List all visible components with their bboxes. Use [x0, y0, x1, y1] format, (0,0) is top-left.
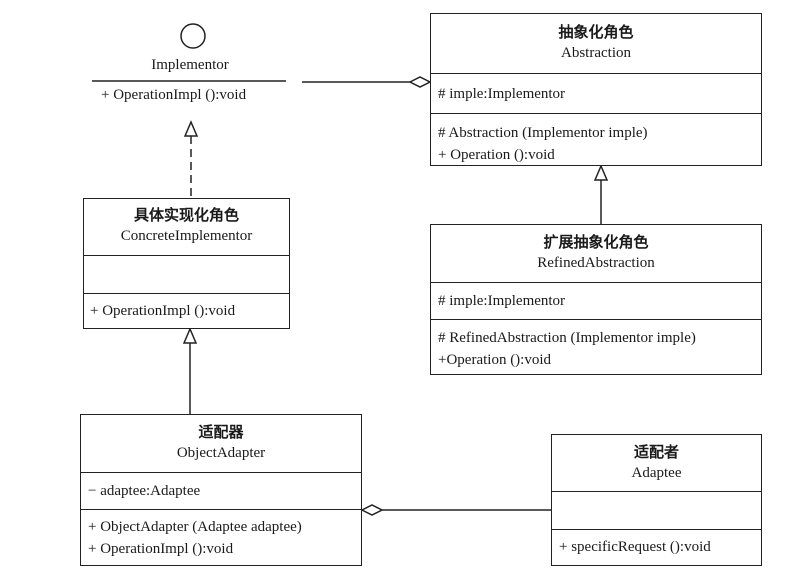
- generalization-arrow-icon-refined: [593, 164, 609, 181]
- class-name-en: Adaptee: [631, 465, 682, 481]
- operation: +Operation ():void: [438, 352, 552, 368]
- class-header: 扩展抽象化角色 RefinedAbstraction: [431, 225, 761, 283]
- interface-circle-icon: [180, 23, 206, 49]
- class-abstraction: 抽象化角色 Abstraction # imple:Implementor # …: [430, 13, 762, 166]
- attributes-section: [552, 492, 761, 530]
- implementor-name: Implementor: [151, 57, 229, 73]
- operation: + OperationImpl ():void: [90, 303, 236, 319]
- operation: + specificRequest ():void: [559, 539, 711, 555]
- attribute: − adaptee:Adaptee: [88, 483, 201, 499]
- class-refined-abstraction: 扩展抽象化角色 RefinedAbstraction # imple:Imple…: [430, 224, 762, 375]
- attributes-section: − adaptee:Adaptee: [81, 473, 361, 510]
- operation: + OperationImpl ():void: [88, 541, 234, 557]
- class-name-cn: 扩展抽象化角色: [543, 233, 649, 251]
- operation: + ObjectAdapter (Adaptee adaptee): [88, 519, 302, 535]
- operation: # RefinedAbstraction (Implementor imple): [438, 330, 696, 346]
- generalization-arrow-icon-adapter: [182, 327, 198, 344]
- operations-section: + OperationImpl ():void: [84, 294, 289, 322]
- class-concrete-implementor: 具体实现化角色 ConcreteImplementor + OperationI…: [83, 198, 290, 329]
- attributes-section: # imple:Implementor: [431, 283, 761, 320]
- class-name-cn: 抽象化角色: [558, 23, 634, 41]
- operations-section: # RefinedAbstraction (Implementor imple)…: [431, 320, 761, 371]
- operations-section: + specificRequest ():void: [552, 530, 761, 558]
- aggregation-diamond-icon-adapter: [360, 504, 384, 516]
- implementor-operation: + OperationImpl ():void: [101, 87, 247, 103]
- class-name-cn: 适配器: [198, 423, 244, 441]
- class-adaptee: 适配者 Adaptee + specificRequest ():void: [551, 434, 762, 566]
- aggregation-diamond-icon: [408, 76, 432, 88]
- attribute: # imple:Implementor: [438, 86, 566, 102]
- class-name-en: Abstraction: [561, 45, 631, 61]
- attributes-section: [84, 256, 289, 294]
- realization-arrow-icon: [183, 120, 199, 137]
- attributes-section: # imple:Implementor: [431, 74, 761, 114]
- attribute: # imple:Implementor: [438, 293, 566, 309]
- class-header: 适配器 ObjectAdapter: [81, 415, 361, 473]
- operation: + Operation ():void: [438, 147, 555, 163]
- class-name-en: RefinedAbstraction: [537, 255, 655, 271]
- class-name-en: ConcreteImplementor: [120, 228, 253, 244]
- operations-section: + ObjectAdapter (Adaptee adaptee) + Oper…: [81, 510, 361, 560]
- class-name-cn: 具体实现化角色: [133, 206, 239, 224]
- class-header: 适配者 Adaptee: [552, 435, 761, 492]
- operation: # Abstraction (Implementor imple): [438, 125, 648, 141]
- class-name-cn: 适配者: [633, 443, 679, 461]
- class-header: 抽象化角色 Abstraction: [431, 14, 761, 74]
- operations-section: # Abstraction (Implementor imple) + Oper…: [431, 114, 761, 166]
- class-header: 具体实现化角色 ConcreteImplementor: [84, 199, 289, 256]
- class-name-en: ObjectAdapter: [176, 445, 266, 461]
- class-object-adapter: 适配器 ObjectAdapter − adaptee:Adaptee + Ob…: [80, 414, 362, 566]
